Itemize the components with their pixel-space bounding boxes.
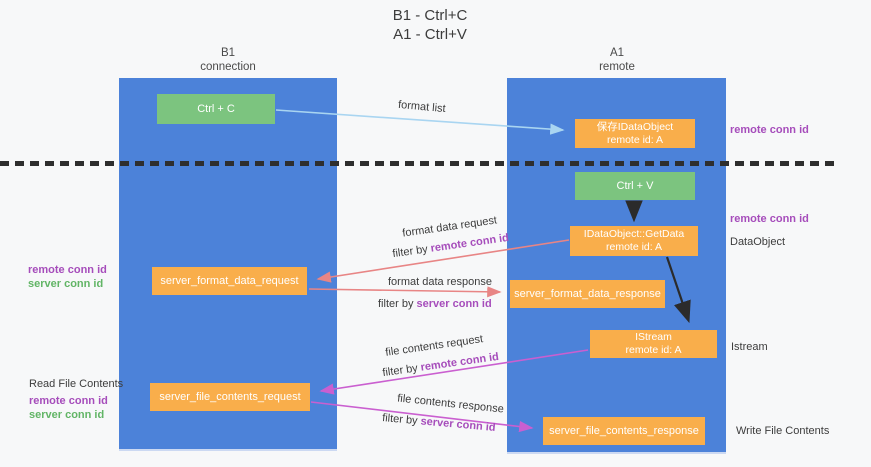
annotation-dataobject: DataObject bbox=[730, 236, 786, 248]
lane-b1-role: connection bbox=[200, 61, 256, 73]
annotation-write-file-contents: Write File Contents bbox=[736, 425, 830, 437]
file-contents-response-label: file contents response bbox=[396, 392, 505, 416]
annotation-left-mid-remote-conn-id: remote conn id bbox=[28, 264, 107, 276]
format-data-response-label: format data response bbox=[388, 276, 492, 288]
lane-a1-name: A1 bbox=[609, 47, 625, 59]
node-ctrl-v: Ctrl + V bbox=[575, 172, 695, 200]
node-server-format-data-request-label: server_format_data_request bbox=[160, 275, 299, 287]
node-istream: IStream remote id: A bbox=[590, 330, 717, 358]
node-idataobject-getdata: IDataObject::GetData remote id: A bbox=[570, 226, 698, 256]
diagram-title: B1 - Ctrl+C A1 - Ctrl+V bbox=[340, 6, 520, 44]
node-save-idataobject-line1: 保存IDataObject bbox=[596, 120, 674, 133]
node-istream-line1: IStream bbox=[635, 331, 672, 343]
node-getdata-line1: IDataObject::GetData bbox=[583, 228, 685, 240]
node-server-format-data-response-label: server_format_data_response bbox=[514, 288, 661, 300]
title-line-2: A1 - Ctrl+V bbox=[393, 26, 467, 43]
node-save-idataobject: 保存IDataObject remote id: A bbox=[575, 119, 695, 148]
format-data-response-arrow bbox=[308, 286, 502, 298]
node-server-format-data-response: server_format_data_response bbox=[510, 280, 665, 308]
annotation-remote-conn-id-mid: remote conn id bbox=[730, 213, 809, 225]
annotation-remote-conn-id-top: remote conn id bbox=[730, 124, 809, 136]
node-server-file-contents-response-label: server_file_contents_response bbox=[549, 425, 699, 437]
node-ctrl-c: Ctrl + C bbox=[157, 94, 275, 124]
file-contents-response-filter-label: filter by server conn id bbox=[381, 412, 497, 434]
lane-a1-role: remote bbox=[599, 61, 635, 73]
node-getdata-line2: remote id: A bbox=[605, 241, 663, 253]
node-server-file-contents-request: server_file_contents_request bbox=[150, 383, 310, 411]
format-list-label: format list bbox=[397, 98, 447, 116]
annotation-left-bottom-server-conn-id: server conn id bbox=[29, 409, 105, 421]
node-ctrl-c-label: Ctrl + C bbox=[197, 103, 235, 115]
phase-separator-dashed-line bbox=[0, 161, 838, 166]
lane-header-a1: A1 remote bbox=[508, 46, 726, 74]
node-server-file-contents-response: server_file_contents_response bbox=[543, 417, 705, 445]
lane-b1-name: B1 bbox=[220, 47, 236, 59]
annotation-left-bottom-remote-conn-id: remote conn id bbox=[29, 395, 108, 407]
annotation-read-file-contents: Read File Contents bbox=[29, 378, 124, 390]
format-data-response-filter-label: filter by server conn id bbox=[378, 298, 492, 310]
node-server-file-contents-request-label: server_file_contents_request bbox=[159, 391, 301, 403]
annotation-left-mid-server-conn-id: server conn id bbox=[28, 278, 104, 290]
node-ctrl-v-label: Ctrl + V bbox=[616, 180, 654, 192]
lane-header-b1: B1 connection bbox=[119, 46, 337, 74]
annotation-istream: Istream bbox=[731, 341, 768, 353]
node-server-format-data-request: server_format_data_request bbox=[152, 267, 307, 295]
node-save-idataobject-line2: remote id: A bbox=[606, 133, 664, 146]
title-line-1: B1 - Ctrl+C bbox=[392, 7, 468, 24]
node-istream-line2: remote id: A bbox=[625, 344, 682, 356]
